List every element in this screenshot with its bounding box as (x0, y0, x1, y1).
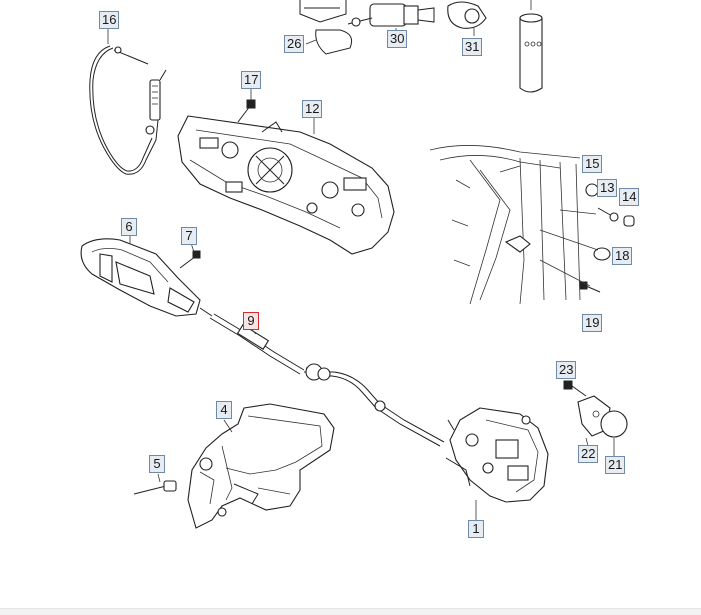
callout-9[interactable]: 9 (243, 312, 259, 330)
part-1-door-lock-illustration (445, 407, 549, 520)
callout-5[interactable]: 5 (149, 455, 165, 473)
callout-22[interactable]: 22 (578, 445, 599, 463)
callout-13[interactable]: 13 (597, 179, 618, 197)
callout-17[interactable]: 17 (241, 71, 262, 89)
callout-19[interactable]: 19 (582, 314, 603, 332)
callout-18[interactable]: 18 (612, 247, 633, 265)
part-16-cable-illustration (89, 26, 167, 175)
callout-7[interactable]: 7 (181, 227, 197, 245)
parts-13-14-15-18-19-fasteners-illustration (539, 183, 635, 293)
part-12-handle-carrier-illustration (177, 115, 395, 255)
part-9-release-cable-illustration (199, 307, 445, 447)
part-30-actuator-illustration (347, 3, 435, 34)
callout-26[interactable]: 26 (284, 35, 305, 53)
callout-12[interactable]: 12 (302, 100, 323, 118)
callout-21[interactable]: 21 (605, 456, 626, 474)
callout-15[interactable]: 15 (582, 155, 603, 173)
part-spray-can-illustration (519, 0, 543, 93)
callout-14[interactable]: 14 (619, 188, 640, 206)
parts-21-22-23-cover-illustration (563, 380, 628, 456)
callout-23[interactable]: 23 (556, 361, 577, 379)
part-31-cap-illustration (447, 1, 487, 36)
callout-6[interactable]: 6 (121, 218, 137, 236)
callout-16[interactable]: 16 (99, 11, 120, 29)
part-4-bracket-illustration (187, 403, 335, 529)
callout-31[interactable]: 31 (462, 38, 483, 56)
callout-4[interactable]: 4 (216, 401, 232, 419)
callout-1[interactable]: 1 (468, 520, 484, 538)
door-body-panel-illustration (429, 145, 581, 305)
part-top-bracket-illustration (299, 0, 347, 23)
part-26-seal-illustration (305, 29, 353, 55)
part-17-screw-illustration (237, 88, 256, 123)
callout-30[interactable]: 30 (387, 30, 408, 48)
part-5-bolt-illustration (133, 473, 177, 495)
part-6-inner-handle-illustration (80, 230, 201, 317)
